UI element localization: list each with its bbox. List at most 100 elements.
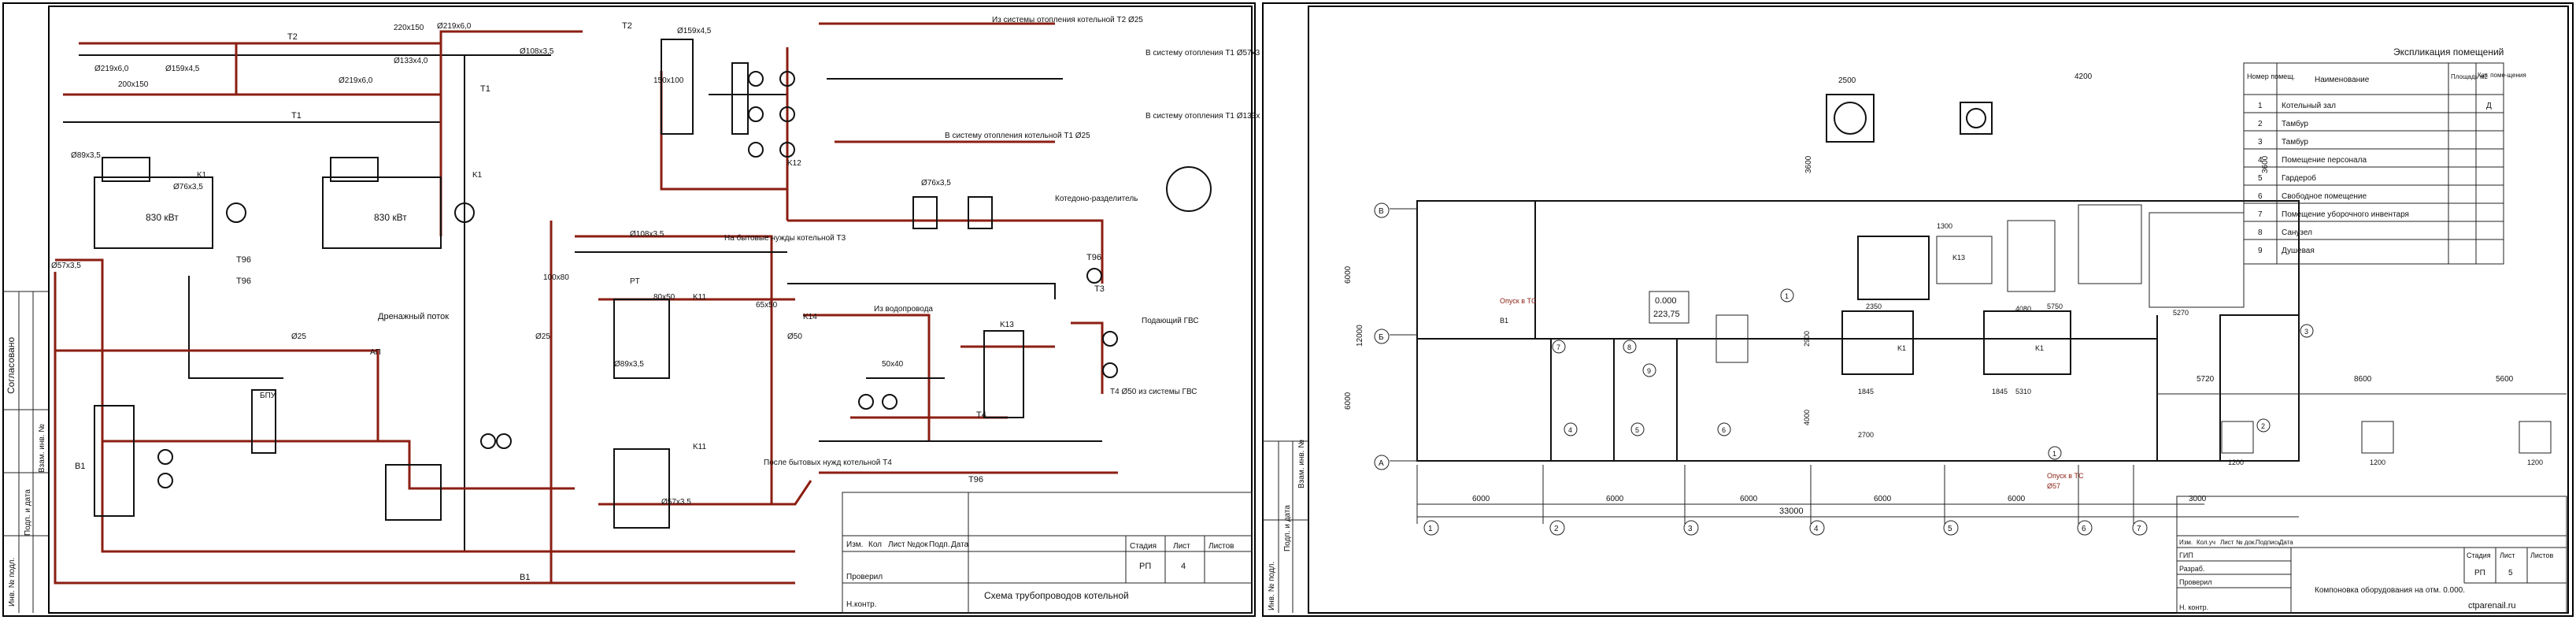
- svg-text:220х150: 220х150: [394, 24, 424, 32]
- svg-text:K13: K13: [1952, 254, 1965, 262]
- svg-text:Ø89х3,5: Ø89х3,5: [614, 360, 644, 369]
- svg-text:K14: K14: [803, 313, 817, 321]
- svg-text:Ø57х3,5: Ø57х3,5: [661, 498, 691, 507]
- svg-text:3: 3: [2258, 138, 2263, 147]
- label-b1: B1: [520, 573, 530, 582]
- svg-text:Н. контр.: Н. контр.: [2179, 603, 2208, 611]
- svg-text:РП: РП: [1139, 562, 1151, 571]
- svg-text:4200: 4200: [2074, 72, 2093, 81]
- level-mark: 0.000 223,75 Опуск в ТС Опуск в ТС Ø57 В…: [1500, 254, 2084, 490]
- svg-text:8: 8: [2258, 228, 2263, 237]
- svg-text:K12: K12: [787, 159, 801, 168]
- svg-text:Ø219х6,0: Ø219х6,0: [437, 22, 472, 31]
- floor-plan-drawing: Инв. № подл. Подп. и дата Взам. инв. №: [1262, 2, 2574, 617]
- svg-text:1200: 1200: [2370, 459, 2385, 466]
- svg-text:5310: 5310: [2015, 388, 2031, 395]
- svg-text:4080: 4080: [2015, 305, 2031, 313]
- svg-text:3600: 3600: [2261, 155, 2270, 173]
- svg-text:6000: 6000: [2008, 495, 2026, 503]
- svg-text:В систему отопления котельной: В систему отопления котельной T1 Ø25: [945, 132, 1090, 140]
- svg-text:В систему отопления T1 Ø57х3,5: В систему отопления T1 Ø57х3,5 сауна: [1146, 49, 1260, 58]
- svg-text:6000: 6000: [1344, 265, 1353, 284]
- svg-text:На бытовые нужды котельной T3: На бытовые нужды котельной T3: [724, 233, 846, 243]
- svg-text:Инв. № подл.: Инв. № подл.: [1268, 562, 1276, 611]
- svg-text:Ø89х3,5: Ø89х3,5: [71, 151, 101, 160]
- svg-text:Листов: Листов: [1208, 542, 1234, 551]
- svg-text:12000: 12000: [1356, 325, 1364, 347]
- svg-text:2350: 2350: [1866, 303, 1882, 310]
- svg-text:6000: 6000: [1874, 495, 1892, 503]
- svg-text:Ø159х4,5: Ø159х4,5: [165, 65, 200, 73]
- svg-text:Ø159х4,5: Ø159х4,5: [677, 27, 712, 35]
- svg-text:5600: 5600: [2496, 375, 2514, 384]
- svg-text:Лист: Лист: [1173, 542, 1190, 551]
- svg-text:После бытовых нужд котельной T: После бытовых нужд котельной T4: [764, 458, 892, 467]
- sheet-title-left: Схема трубопроводов котельной: [984, 590, 1129, 601]
- podp-data-label: Подп. и дата: [24, 489, 32, 536]
- svg-text:В систему отопления T1 Ø133х4,: В систему отопления T1 Ø133х4,0 корпуса: [1146, 112, 1260, 121]
- storage-tank: Котедоно-разделитель: [912, 166, 1212, 418]
- svg-text:Кол.уч: Кол.уч: [2197, 539, 2215, 546]
- svg-text:Стадия: Стадия: [2467, 551, 2491, 559]
- svg-text:A: A: [1379, 459, 1384, 468]
- svg-text:Лист: Лист: [888, 540, 905, 549]
- svg-text:Проверил: Проверил: [2179, 578, 2211, 586]
- svg-text:T96: T96: [1086, 253, 1101, 262]
- svg-text:Опуск в ТС: Опуск в ТС: [1500, 297, 1537, 305]
- dimensions: 6000 6000 6000 6000 6000 3000 33000 1200…: [1344, 72, 2543, 518]
- watermark: ctparenail.ru: [2468, 601, 2516, 611]
- title-block-left: Изм. Кол Лист №док Подп. Дата Стадия Лис…: [842, 492, 1253, 614]
- svg-text:Наименование: Наименование: [2315, 76, 2370, 84]
- svg-text:Дата: Дата: [2279, 539, 2293, 546]
- svg-text:Н.контр.: Н.контр.: [846, 600, 877, 609]
- svg-text:Ø76х3,5: Ø76х3,5: [173, 183, 203, 191]
- svg-text:5270: 5270: [2173, 309, 2189, 317]
- svg-text:K1: K1: [472, 171, 483, 180]
- svg-text:Ø57: Ø57: [2047, 482, 2060, 490]
- svg-text:3: 3: [1688, 525, 1693, 533]
- svg-text:K11: K11: [693, 293, 706, 302]
- svg-text:6: 6: [1722, 426, 1726, 434]
- svg-text:№ док.: № док.: [2236, 539, 2256, 546]
- svg-text:8: 8: [1627, 343, 1631, 351]
- svg-text:200х150: 200х150: [118, 80, 149, 89]
- label-t96: T96: [236, 255, 251, 265]
- svg-text:K1: K1: [2035, 344, 2044, 352]
- svg-text:6: 6: [2258, 192, 2263, 201]
- room-numbers: 1 1 2 3 4 5 6 7 8 9: [1552, 288, 2314, 460]
- svg-text:Кат. поме-щения: Кат. поме-щения: [2478, 72, 2526, 79]
- svg-text:5: 5: [1635, 426, 1639, 434]
- hydro-separator: [613, 39, 749, 529]
- svg-text:Санузел: Санузел: [2282, 228, 2312, 237]
- svg-text:1300: 1300: [1937, 222, 1952, 230]
- chimney-blocks: [1826, 94, 2567, 454]
- svg-text:Ø25: Ø25: [291, 332, 306, 341]
- svg-text:4: 4: [2258, 156, 2263, 165]
- svg-text:ГИП: ГИП: [2179, 551, 2193, 559]
- svg-text:Взам. инв. №: Взам. инв. №: [1297, 440, 1306, 488]
- svg-text:K1: K1: [197, 171, 207, 180]
- svg-text:Котедоно-разделитель: Котедоно-разделитель: [1055, 195, 1138, 203]
- svg-text:0.000: 0.000: [1655, 296, 1677, 306]
- svg-text:Площадь м2: Площадь м2: [2451, 73, 2489, 80]
- svg-text:K1: K1: [1897, 344, 1906, 352]
- svg-text:150х100: 150х100: [653, 76, 684, 85]
- explication-table: Экспликация помещений Номер помещ. Наиме…: [2243, 46, 2526, 265]
- boiler-1: 830 кВт: [94, 157, 246, 249]
- svg-text:Ø108х3,5: Ø108х3,5: [630, 230, 664, 239]
- svg-text:PT: PT: [630, 277, 640, 286]
- label-t3: T3: [1094, 284, 1105, 294]
- title-block-right: Изм. Кол.уч Лист № док. Подпись Дата ГИП…: [2176, 496, 2567, 614]
- label-t2: T2: [287, 32, 298, 42]
- svg-text:2: 2: [2261, 422, 2265, 430]
- side-stamp-right: Инв. № подл. Подп. и дата Взам. инв. №: [1263, 440, 1308, 613]
- pipe-network: [54, 22, 1118, 585]
- svg-text:Ø76х3,5: Ø76х3,5: [921, 179, 951, 187]
- svg-text:В: В: [1379, 207, 1384, 216]
- svg-text:1845: 1845: [1992, 388, 2008, 395]
- svg-text:Тамбур: Тамбур: [2282, 137, 2308, 147]
- svg-text:Ø108х3,5: Ø108х3,5: [520, 47, 554, 56]
- svg-text:1845: 1845: [1858, 388, 1874, 395]
- label-t1: T1: [291, 111, 302, 121]
- svg-text:830 кВт: 830 кВт: [146, 212, 179, 223]
